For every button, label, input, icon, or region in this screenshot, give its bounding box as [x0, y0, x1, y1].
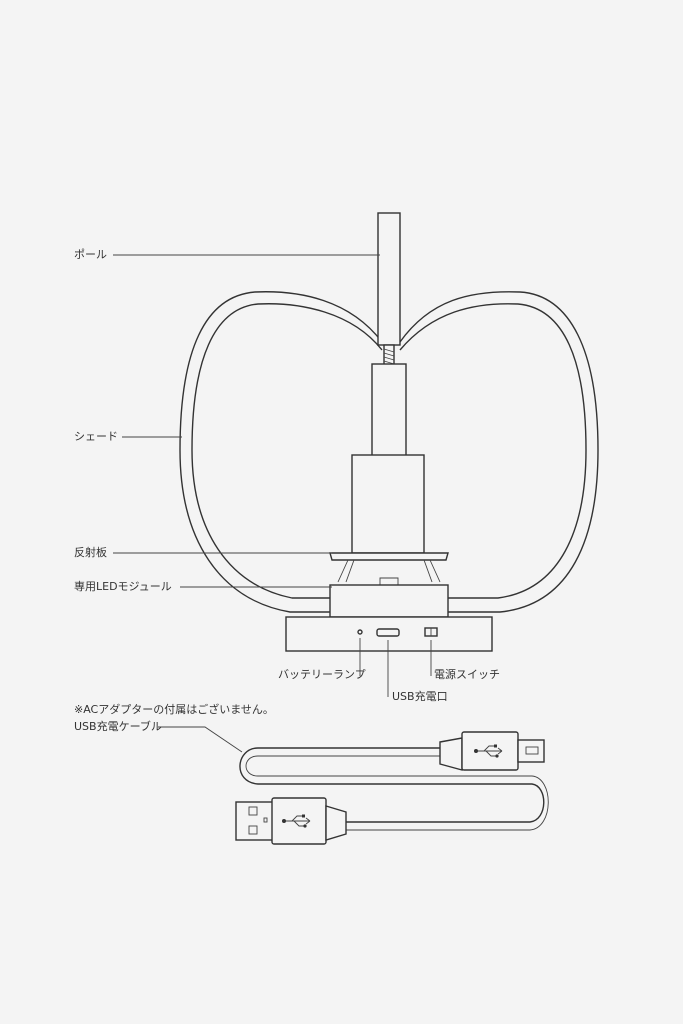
leader-usb-cable	[158, 726, 243, 753]
power-switch	[424, 627, 438, 637]
label-led-module: 専用LEDモジュール	[74, 580, 172, 593]
shade-outline-outer	[179, 291, 599, 613]
usb-symbol-icon	[474, 744, 503, 758]
usb-port	[376, 628, 400, 637]
label-pole: ポール	[74, 248, 107, 261]
usb-cable-wire	[239, 747, 545, 823]
usb-cable-wire-inner	[245, 755, 549, 831]
usb-symbol-icon	[282, 814, 311, 828]
pole	[377, 212, 401, 346]
label-battery-lamp: バッテリーランプ	[278, 668, 366, 681]
lamp-base	[285, 616, 493, 652]
battery-lamp-dot	[357, 629, 363, 635]
reflector	[329, 552, 449, 561]
note-ac-adapter: ※ACアダプターの付属はございません。	[74, 703, 274, 716]
shade-outline-inner	[191, 303, 587, 599]
label-usb-cable: USB充電ケーブル	[74, 720, 162, 733]
module-legs	[337, 559, 441, 586]
usb-a-connector	[235, 797, 347, 845]
led-module-base	[329, 584, 449, 618]
label-usb-port: USB充電口	[392, 690, 448, 703]
led-housing	[351, 454, 425, 554]
label-power-switch: 電源スイッチ	[434, 668, 500, 681]
label-shade: シェード	[74, 430, 118, 443]
label-reflector: 反射板	[74, 546, 107, 559]
stem	[371, 363, 407, 457]
